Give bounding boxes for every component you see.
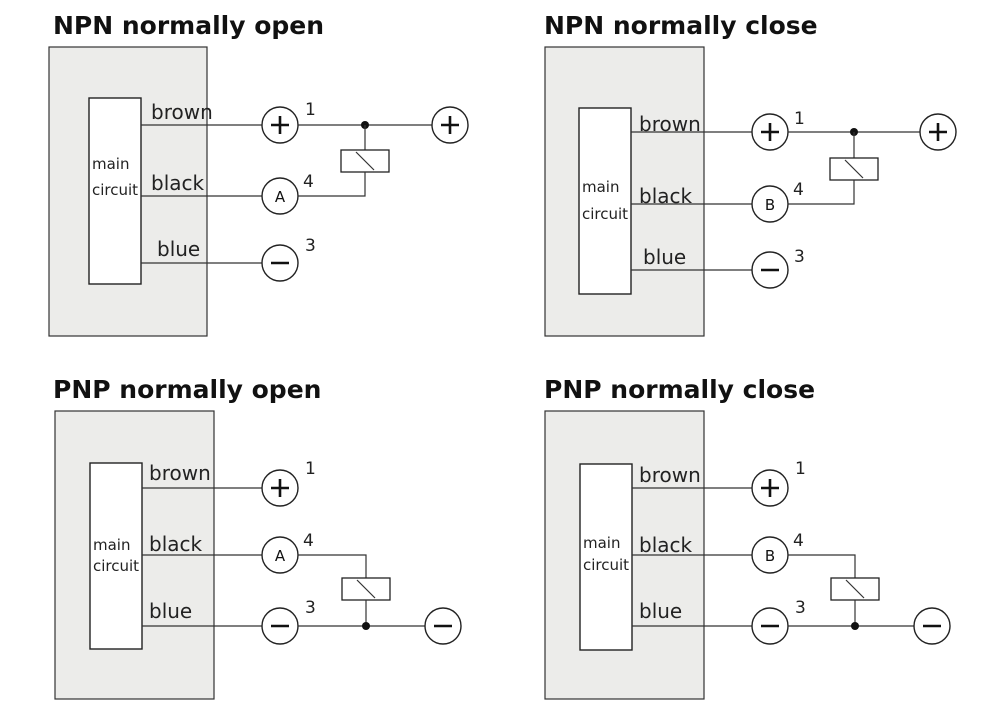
supply-negative-icon <box>913 607 951 645</box>
pin-number-3: 3 <box>795 598 806 618</box>
relay-lead-bottom <box>298 172 366 197</box>
panel-title: NPN normally open <box>53 11 324 40</box>
pin-number-4: 4 <box>793 531 804 551</box>
output-terminal-label: B <box>765 196 775 214</box>
output-terminal-icon: A <box>261 177 299 215</box>
relay-lead-top <box>298 554 367 578</box>
supply-positive-icon <box>919 113 957 151</box>
wire-label-black: black <box>151 171 205 195</box>
wire-label-brown: brown <box>639 463 701 487</box>
pin-number-1: 1 <box>305 459 316 479</box>
pin-number-4: 4 <box>793 180 804 200</box>
pin-number-1: 1 <box>794 109 805 129</box>
positive-terminal-icon <box>751 113 789 151</box>
main-circuit-label-line1: main <box>93 536 130 554</box>
panel-npn-normally-open: NPN normally open main circuit brown bla… <box>48 11 469 337</box>
junction-dot <box>362 622 370 630</box>
relay-coil-icon <box>829 157 879 181</box>
relay-coil-icon <box>341 577 391 601</box>
main-circuit-label-line2: circuit <box>93 557 139 575</box>
panel-pnp-normally-open: PNP normally open main circuit brown bla… <box>53 375 462 700</box>
negative-terminal-icon <box>751 607 789 645</box>
main-circuit-label-line2: circuit <box>92 181 138 199</box>
supply-positive-icon <box>431 106 469 144</box>
panel-title: NPN normally close <box>544 11 818 40</box>
main-circuit-label-line2: circuit <box>582 205 628 223</box>
main-circuit-box <box>89 462 143 650</box>
pin-number-4: 4 <box>303 531 314 551</box>
wire-label-black: black <box>639 533 693 557</box>
output-terminal-label: A <box>275 547 286 565</box>
main-circuit-box <box>578 107 632 295</box>
main-circuit-box <box>579 463 633 651</box>
pin-number-3: 3 <box>305 236 316 256</box>
negative-terminal-icon <box>261 607 299 645</box>
main-circuit-label-line2: circuit <box>583 556 629 574</box>
pin-number-4: 4 <box>303 172 314 192</box>
output-terminal-icon: A <box>261 536 299 574</box>
wire-label-blue: blue <box>157 237 200 261</box>
main-circuit-label-line1: main <box>92 155 129 173</box>
main-circuit-label-line1: main <box>582 178 619 196</box>
wire-label-blue: blue <box>639 599 682 623</box>
main-circuit-box <box>88 97 142 285</box>
wire-label-black: black <box>639 184 693 208</box>
wire-label-brown: brown <box>149 461 211 485</box>
relay-lead-bottom <box>788 180 855 205</box>
panel-title: PNP normally close <box>544 375 815 404</box>
negative-terminal-icon <box>261 244 299 282</box>
output-terminal-label: A <box>275 188 286 206</box>
output-terminal-label: B <box>765 547 775 565</box>
panel-pnp-normally-close: PNP normally close main circuit brown bl… <box>544 375 951 700</box>
positive-terminal-icon <box>261 106 299 144</box>
panel-npn-normally-close: NPN normally close main circuit brown bl… <box>544 11 957 337</box>
relay-lead-top <box>788 554 856 578</box>
output-terminal-icon: B <box>751 536 789 574</box>
pin-number-1: 1 <box>305 100 316 120</box>
wire-label-brown: brown <box>639 112 701 136</box>
wire-label-brown: brown <box>151 100 213 124</box>
positive-terminal-icon <box>261 469 299 507</box>
wire-label-blue: blue <box>643 245 686 269</box>
negative-terminal-icon <box>751 251 789 289</box>
pin-number-3: 3 <box>794 247 805 267</box>
wire-label-blue: blue <box>149 599 192 623</box>
wire-label-black: black <box>149 532 203 556</box>
pin-number-3: 3 <box>305 598 316 618</box>
output-terminal-icon: B <box>751 185 789 223</box>
supply-negative-icon <box>424 607 462 645</box>
relay-coil-icon <box>340 149 390 173</box>
panel-title: PNP normally open <box>53 375 321 404</box>
pin-number-1: 1 <box>795 459 806 479</box>
junction-dot <box>851 622 859 630</box>
relay-coil-icon <box>830 577 880 601</box>
positive-terminal-icon <box>751 469 789 507</box>
main-circuit-label-line1: main <box>583 534 620 552</box>
